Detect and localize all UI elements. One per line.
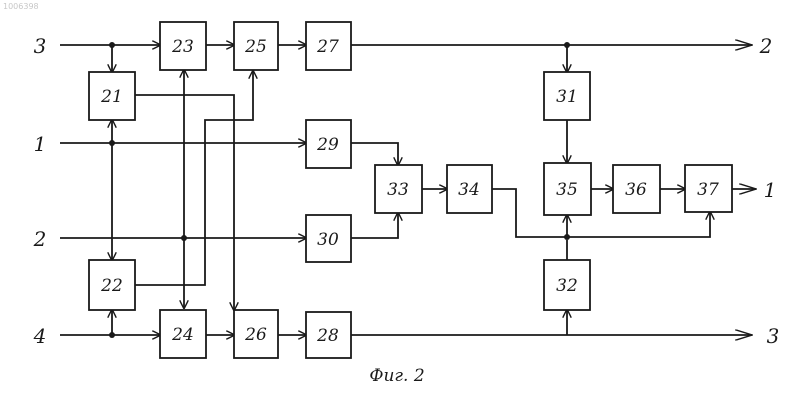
block-25-label: 25 xyxy=(244,37,267,57)
block-36-label: 36 xyxy=(625,180,647,200)
block-27: 27 xyxy=(306,22,351,70)
junction-dot xyxy=(109,140,115,146)
block-37-label: 37 xyxy=(697,180,719,200)
block-30: 30 xyxy=(306,215,351,262)
block-25: 25 xyxy=(234,22,278,70)
block-22: 22 xyxy=(89,260,135,310)
input-label-2: 2 xyxy=(33,227,47,251)
block-26: 26 xyxy=(234,310,278,358)
input-label-1: 1 xyxy=(34,132,47,156)
block-33: 33 xyxy=(375,165,422,213)
block-31: 31 xyxy=(544,72,590,120)
junction-dot xyxy=(564,234,570,240)
output-label-3: 3 xyxy=(767,324,780,348)
junction-dot xyxy=(109,42,115,48)
junction-dot xyxy=(564,42,570,48)
block-23-label: 23 xyxy=(171,37,194,57)
block-34: 34 xyxy=(447,165,492,213)
block-37: 37 xyxy=(685,165,732,212)
block-31-label: 31 xyxy=(556,87,578,107)
block-32-label: 32 xyxy=(556,276,578,296)
wire-22-to-25 xyxy=(135,71,253,285)
block-35-label: 35 xyxy=(556,180,578,200)
input-label-3: 3 xyxy=(34,34,47,58)
junction-dot xyxy=(109,332,115,338)
watermark-text: 1006398 xyxy=(3,2,39,11)
block-24: 24 xyxy=(160,310,206,358)
junction-dot xyxy=(181,235,187,241)
input-label-4: 4 xyxy=(33,324,47,348)
block-29: 29 xyxy=(306,120,351,168)
block-36: 36 xyxy=(613,165,660,213)
block-28: 28 xyxy=(306,312,351,358)
wire-30-to-33 xyxy=(351,213,398,238)
block-34-label: 34 xyxy=(458,180,480,200)
block-24-label: 24 xyxy=(171,325,194,345)
junction-dots xyxy=(109,42,570,338)
block-28-label: 28 xyxy=(316,326,339,346)
block-35: 35 xyxy=(544,163,591,215)
wire-29-to-33 xyxy=(351,143,398,165)
block-21-label: 21 xyxy=(100,87,123,107)
block-29-label: 29 xyxy=(316,135,339,155)
block-27-label: 27 xyxy=(316,37,339,57)
output-label-2: 2 xyxy=(759,34,773,58)
output-label-1: 1 xyxy=(764,178,777,202)
block-33-label: 33 xyxy=(387,180,409,200)
figure-caption: Фиг. 2 xyxy=(369,366,424,386)
block-23: 23 xyxy=(160,22,206,70)
block-21: 21 xyxy=(89,72,135,120)
wire-34-to-37 xyxy=(492,189,710,237)
block-32: 32 xyxy=(544,260,590,310)
block-26-label: 26 xyxy=(244,325,267,345)
block-22-label: 22 xyxy=(100,276,123,296)
block-30-label: 30 xyxy=(317,230,339,250)
